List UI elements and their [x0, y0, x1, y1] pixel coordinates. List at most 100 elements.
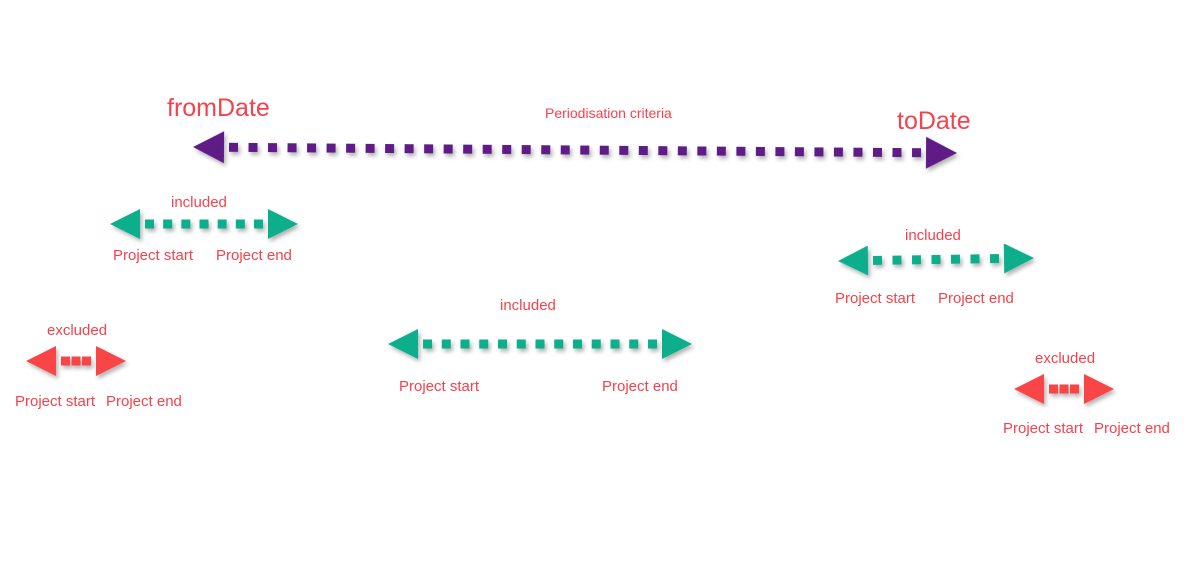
dash-segment — [911, 255, 922, 265]
dash-segment — [181, 219, 191, 229]
dash-segment — [145, 219, 154, 229]
dash-segment — [61, 356, 70, 366]
project-1-arrow — [110, 209, 298, 239]
dash-segment — [423, 339, 432, 349]
dash-segment — [560, 145, 570, 155]
dash-segment — [254, 219, 263, 229]
project-4-arrow — [838, 243, 1035, 276]
dash-segment — [217, 219, 227, 229]
dash-segment — [365, 143, 375, 153]
project-2-start: Project start — [15, 393, 96, 410]
dash-segment — [629, 339, 639, 349]
project-3-arrow — [388, 329, 692, 359]
dash-segment — [892, 255, 902, 265]
dash-segment — [516, 339, 526, 349]
dash-segment — [404, 144, 414, 154]
dash-segment — [610, 339, 620, 349]
dash-segment — [736, 146, 746, 156]
project-5-status: excluded — [1035, 350, 1096, 367]
dash-segment — [775, 147, 785, 157]
project-5-end: Project end — [1094, 420, 1170, 437]
project-3-start: Project start — [399, 378, 480, 395]
from-date-label: fromDate — [167, 94, 270, 122]
dash-segment — [892, 147, 902, 158]
dash-segment — [573, 339, 582, 349]
criteria-arrow — [193, 131, 957, 169]
dash-segment — [385, 144, 395, 154]
dash-segment — [911, 148, 922, 158]
dash-segment — [658, 146, 668, 156]
project-1-status: included — [171, 194, 227, 211]
dash-segment — [199, 219, 209, 229]
dash-segment — [235, 219, 245, 229]
dash-segment — [541, 145, 551, 155]
project-5-arrow — [1014, 374, 1114, 404]
dash-segment — [1059, 384, 1069, 394]
dash-segment — [794, 147, 804, 157]
to-date-label: toDate — [897, 107, 971, 135]
dash-segment — [307, 143, 317, 153]
dash-segment — [482, 144, 492, 154]
dash-segment — [716, 146, 726, 156]
dash-segment — [697, 146, 707, 156]
arrowhead-left-icon — [193, 131, 225, 164]
dash-segment — [346, 143, 356, 153]
dash-segment — [755, 146, 765, 156]
project-4-end: Project end — [938, 290, 1014, 307]
dash-segment — [163, 219, 173, 229]
project-1-end: Project end — [216, 247, 292, 264]
dash-segment — [599, 145, 609, 155]
dash-segment — [648, 339, 657, 349]
dash-segment — [591, 339, 601, 349]
arrowhead-left-icon — [110, 209, 140, 239]
arrowhead-left-icon — [838, 245, 869, 276]
dash-segment — [950, 254, 961, 264]
dash-segment — [872, 255, 883, 265]
dash-segment — [71, 356, 81, 366]
arrowhead-left-icon — [388, 329, 418, 359]
dash-segment — [1070, 384, 1079, 394]
dash-segment — [535, 339, 545, 349]
dash-segment — [267, 143, 278, 153]
dash-segment — [479, 339, 489, 349]
dash-segment — [326, 143, 336, 153]
project-1-start: Project start — [113, 247, 194, 264]
arrowhead-right-icon — [1003, 243, 1035, 274]
arrowhead-right-icon — [96, 346, 126, 376]
dash-segment — [833, 147, 843, 157]
project-4-start: Project start — [835, 290, 916, 307]
dash-segment — [1049, 384, 1058, 394]
dash-segment — [677, 146, 687, 156]
dash-segment — [248, 142, 258, 153]
dash-segment — [814, 147, 824, 157]
dash-segment — [463, 144, 473, 154]
arrowhead-right-icon — [1084, 374, 1114, 404]
project-2-end: Project end — [106, 393, 182, 410]
dash-segment — [441, 339, 451, 349]
dash-segment — [853, 147, 863, 157]
dash-segment — [521, 145, 531, 155]
dash-segment — [443, 144, 453, 154]
dash-segment — [82, 356, 91, 366]
dash-segment — [498, 339, 507, 349]
dash-segment — [502, 144, 512, 154]
arrowhead-left-icon — [26, 346, 56, 376]
project-3-status: included — [500, 297, 556, 314]
arrowhead-left-icon — [1014, 374, 1044, 404]
project-5-start: Project start — [1003, 420, 1084, 437]
project-3-end: Project end — [602, 378, 678, 395]
dash-segment — [460, 339, 470, 349]
arrowhead-right-icon — [662, 329, 692, 359]
dash-segment — [424, 144, 434, 154]
arrowhead-right-icon — [268, 209, 298, 239]
dash-segment — [287, 143, 297, 153]
dash-segment — [580, 145, 590, 155]
arrowhead-right-icon — [925, 136, 957, 169]
dash-segment — [619, 145, 629, 155]
dash-segment — [989, 254, 1000, 264]
project-2-status: excluded — [47, 322, 108, 339]
dash-segment — [931, 254, 941, 265]
dash-segment — [638, 146, 648, 156]
dash-segment — [970, 254, 980, 264]
